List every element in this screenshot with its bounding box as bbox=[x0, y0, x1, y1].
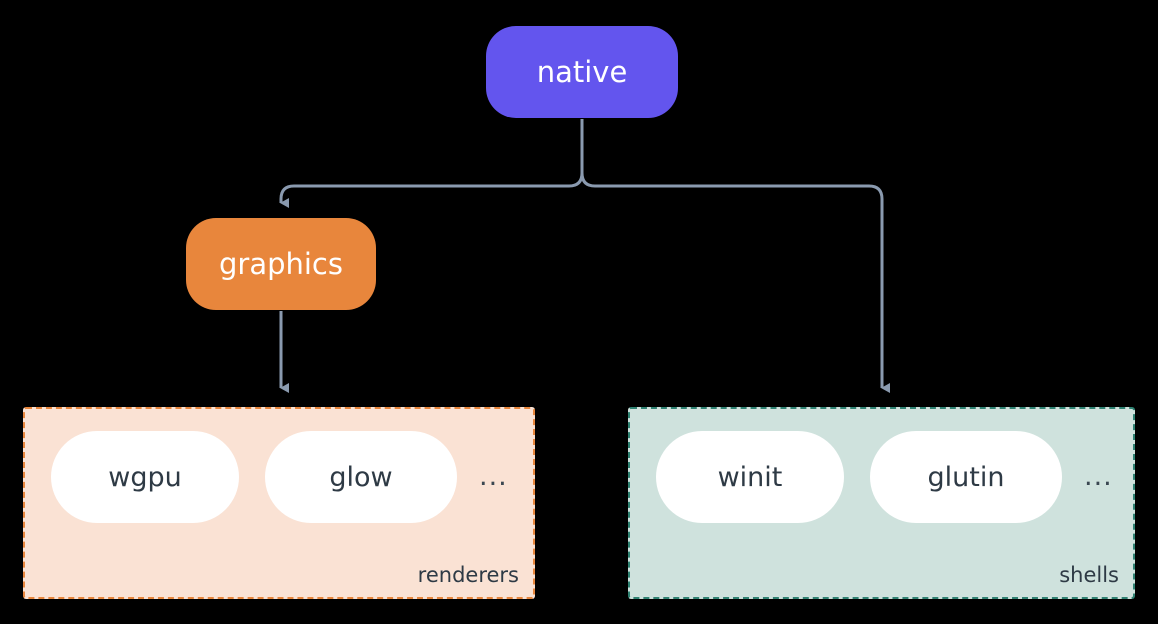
group-shells[interactable]: winit glutin ... shells bbox=[628, 407, 1135, 599]
group-shells-items: winit glutin ... bbox=[656, 431, 1113, 523]
shells-overflow-ellipsis: ... bbox=[1084, 460, 1113, 492]
group-renderers-label: renderers bbox=[417, 563, 519, 587]
leaf-glow[interactable]: glow bbox=[265, 431, 457, 523]
leaf-glutin-label: glutin bbox=[927, 461, 1005, 493]
leaf-wgpu-label: wgpu bbox=[108, 461, 182, 493]
renderers-overflow-ellipsis: ... bbox=[479, 460, 508, 492]
leaf-winit[interactable]: winit bbox=[656, 431, 844, 523]
node-graphics[interactable]: graphics bbox=[186, 218, 376, 310]
group-renderers-items: wgpu glow ... bbox=[51, 431, 508, 523]
node-graphics-label: graphics bbox=[218, 247, 343, 281]
edge-native-to-graphics bbox=[279, 119, 584, 208]
leaf-glutin[interactable]: glutin bbox=[870, 431, 1062, 523]
leaf-winit-label: winit bbox=[717, 461, 783, 493]
group-renderers[interactable]: wgpu glow ... renderers bbox=[23, 407, 535, 599]
edge-native-to-shells bbox=[580, 119, 890, 393]
group-shells-label: shells bbox=[1059, 563, 1119, 587]
node-native[interactable]: native bbox=[486, 26, 678, 118]
leaf-wgpu[interactable]: wgpu bbox=[51, 431, 239, 523]
leaf-glow-label: glow bbox=[329, 461, 393, 493]
node-native-label: native bbox=[536, 55, 628, 89]
